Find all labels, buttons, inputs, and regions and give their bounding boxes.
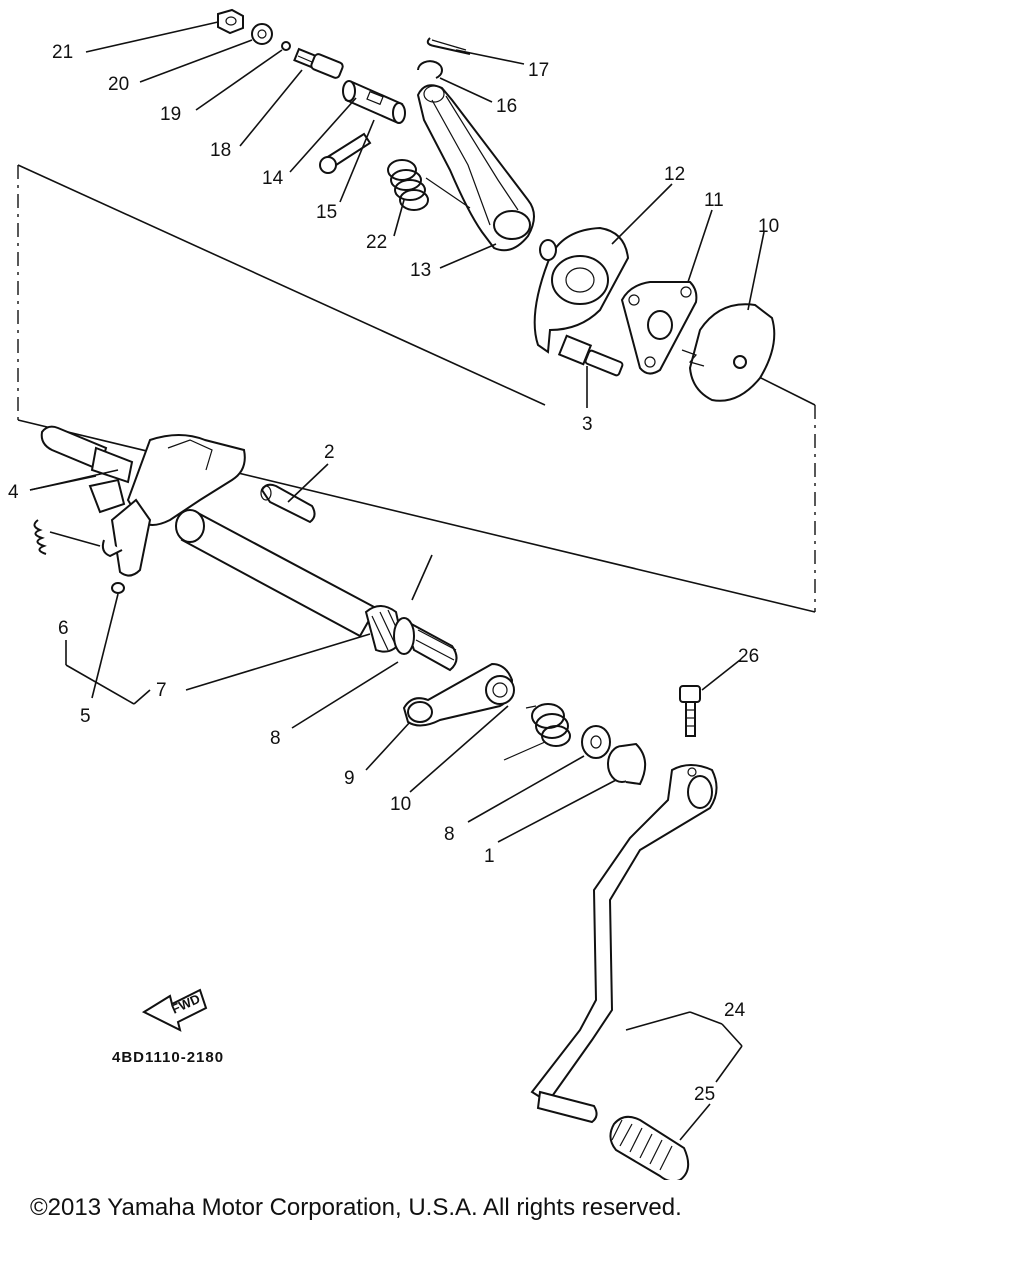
- callout-17[interactable]: 16: [496, 96, 517, 117]
- parts-exploded-diagram: FWD 4BD1110-2180: [8, 8, 816, 1180]
- callout-16[interactable]: 15: [316, 202, 337, 223]
- callout-8b[interactable]: 8: [444, 824, 455, 845]
- part-16-pin[interactable]: [319, 132, 372, 174]
- part-6-spring[interactable]: [33, 519, 47, 555]
- part-4-shift-lever[interactable]: [40, 425, 246, 577]
- fwd-arrow-icon: FWD: [141, 988, 208, 1032]
- part-9-shift-arm[interactable]: [402, 662, 515, 727]
- part-14-shift-arm[interactable]: [416, 84, 535, 252]
- callout-23[interactable]: 22: [366, 232, 387, 253]
- callout-13[interactable]: 12: [664, 164, 685, 185]
- callout-5[interactable]: 5: [80, 706, 91, 727]
- callout-24[interactable]: 24: [724, 1000, 746, 1021]
- leader-lines: [29, 21, 765, 1141]
- part-19-adjuster-bolt[interactable]: [293, 47, 344, 79]
- callout-12[interactable]: 11: [704, 190, 724, 211]
- callout-11[interactable]: 10: [758, 216, 779, 237]
- part-21-washer[interactable]: [251, 23, 273, 45]
- part-20-ring[interactable]: [281, 41, 291, 51]
- part-15-joint[interactable]: [342, 80, 406, 124]
- callout-3[interactable]: 3: [582, 414, 593, 435]
- callout-18[interactable]: 17: [528, 60, 549, 81]
- callout-21[interactable]: 20: [108, 74, 129, 95]
- callout-22[interactable]: 21: [52, 42, 73, 63]
- part-17-circlip[interactable]: [417, 60, 443, 79]
- copyright-notice: ©2013 Yamaha Motor Corporation, U.S.A. A…: [30, 1194, 682, 1221]
- callout-4[interactable]: 4: [8, 482, 19, 503]
- callout-8a[interactable]: 8: [270, 728, 281, 749]
- part-12-plate[interactable]: [620, 281, 698, 375]
- part-25-pedal-rubber[interactable]: [609, 1115, 690, 1180]
- part-13-segment[interactable]: [533, 226, 630, 354]
- part-24-shift-pedal[interactable]: [530, 764, 718, 1124]
- callout-6[interactable]: 6: [58, 618, 69, 639]
- part-5-pin[interactable]: [111, 582, 125, 594]
- callout-labels: 21 20 19 18 14 15 22 13 17 16 12 11 10 3…: [8, 42, 779, 1105]
- part-7-shift-shaft[interactable]: [175, 509, 458, 672]
- part-1-bushing[interactable]: [607, 742, 647, 786]
- part-8-washer[interactable]: [581, 725, 611, 759]
- callout-15[interactable]: 14: [262, 168, 284, 189]
- callout-26[interactable]: 26: [738, 646, 759, 667]
- part-26-bolt[interactable]: [679, 685, 701, 737]
- callout-2[interactable]: 2: [324, 442, 335, 463]
- part-18-cotter-pin[interactable]: [426, 37, 471, 55]
- part-22-nut[interactable]: [217, 8, 244, 35]
- callout-25[interactable]: 25: [694, 1084, 715, 1105]
- callout-14[interactable]: 13: [410, 260, 431, 281]
- part-3-bolt[interactable]: [557, 334, 624, 377]
- part-2-pin[interactable]: [260, 483, 316, 524]
- callout-19[interactable]: 18: [210, 140, 231, 161]
- part-10-spring[interactable]: [503, 703, 571, 761]
- part-11-cam-plate[interactable]: [681, 303, 776, 402]
- callout-20[interactable]: 19: [160, 104, 181, 125]
- callout-10[interactable]: 10: [390, 794, 411, 815]
- callout-1[interactable]: 1: [484, 846, 495, 867]
- callout-9[interactable]: 9: [344, 768, 355, 789]
- callout-7[interactable]: 7: [156, 680, 167, 701]
- part-code: 4BD1110-2180: [112, 1049, 224, 1066]
- part-23-spring[interactable]: [387, 159, 471, 211]
